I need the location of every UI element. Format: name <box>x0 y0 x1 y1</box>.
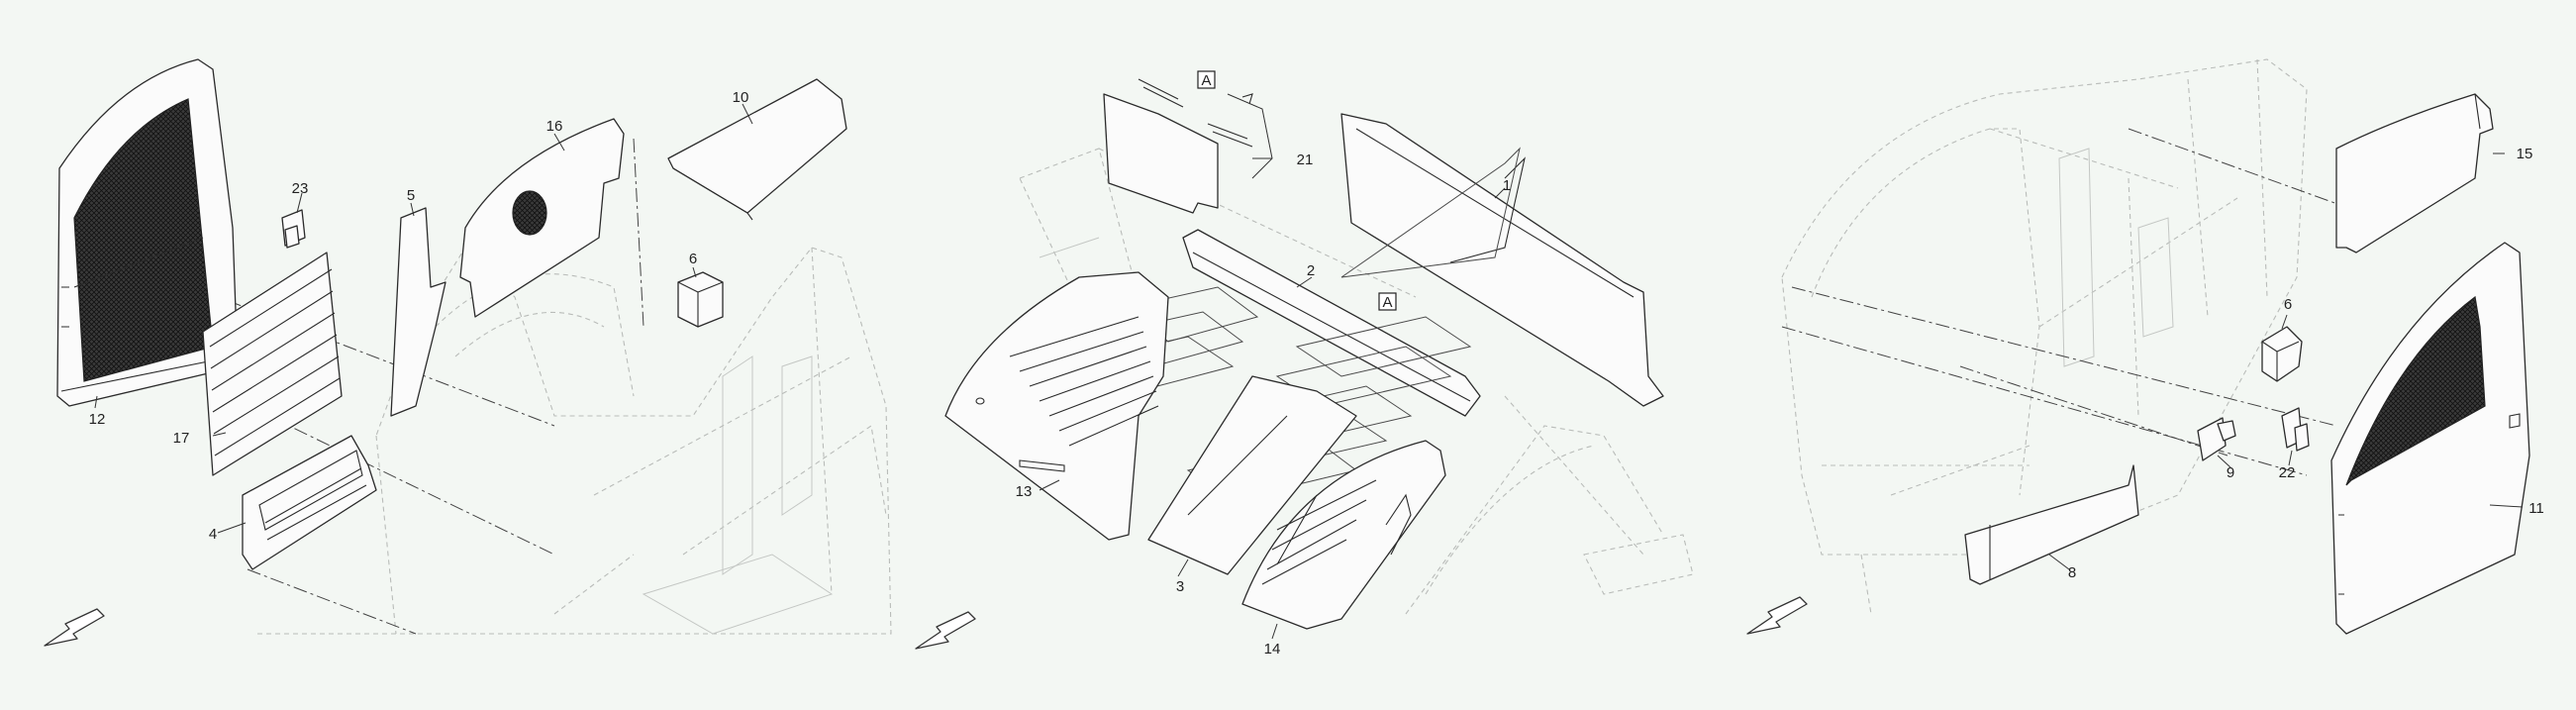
callout-8: 8 <box>2068 564 2076 581</box>
center-view: A A <box>915 70 1694 650</box>
left-ghost-frame <box>257 247 892 635</box>
part-4-grille-frame <box>242 435 377 570</box>
callout-5: 5 <box>407 187 415 204</box>
callout-3: 3 <box>1176 578 1184 595</box>
callout-6-left: 6 <box>689 251 697 267</box>
left-view <box>44 58 892 647</box>
part-5-bracket <box>390 207 446 417</box>
callout-9: 9 <box>2227 464 2234 481</box>
right-direction-arrow <box>1746 596 1808 635</box>
callout-6-right: 6 <box>2284 296 2292 313</box>
callout-12: 12 <box>89 411 106 428</box>
callout-13: 13 <box>1016 483 1033 500</box>
right-alignment-line-b <box>1781 326 2308 476</box>
callout-10: 10 <box>733 89 749 106</box>
right-alignment-line-d <box>1959 365 2229 456</box>
callout-15: 15 <box>2517 146 2533 162</box>
detail-marker-a-top-label: A <box>1201 72 1211 89</box>
part-13-louvered-panel <box>944 271 1169 541</box>
detail-marker-a-top <box>1197 70 1216 89</box>
left-alignment-line-c <box>247 568 417 635</box>
detail-marker-a-mid <box>1378 292 1397 311</box>
left-direction-arrow <box>44 608 105 647</box>
part-6-right-bracket <box>2261 326 2303 382</box>
callout-4: 4 <box>209 526 217 543</box>
part-8-lower-bar <box>1964 464 2139 585</box>
part-10-top-sheet <box>667 78 847 221</box>
detail-marker-a-mid-label: A <box>1382 294 1392 311</box>
callout-1: 1 <box>1503 177 1511 194</box>
center-direction-arrow <box>915 611 976 650</box>
part-14-louvered-panel <box>1241 440 1446 630</box>
callout-21: 21 <box>1297 152 1314 168</box>
callout-23: 23 <box>292 180 309 197</box>
callout-2: 2 <box>1307 262 1315 279</box>
part-12-side-door <box>56 58 239 407</box>
part-6-box <box>677 271 724 328</box>
part-3-front-sheet <box>1147 375 1357 575</box>
part-17-louver-grille <box>202 252 343 476</box>
callout-16: 16 <box>546 118 563 135</box>
part-22-bracket <box>2281 407 2310 452</box>
left-alignment-line-d <box>633 138 644 328</box>
part-21-bracket-set <box>1103 78 1273 214</box>
part-9-bracket <box>2197 417 2236 461</box>
part-15-upper-panel <box>2335 93 2494 254</box>
right-alignment-line-a <box>1791 286 2337 427</box>
part-2-crossbeam <box>1182 229 1481 417</box>
callout-17: 17 <box>173 430 190 447</box>
callout-22: 22 <box>2279 464 2296 481</box>
callout-11: 11 <box>2528 500 2544 517</box>
right-ghost-frame <box>1781 58 2308 615</box>
callout-labels: 12 23 17 5 4 16 10 6 21 1 2 13 3 14 15 6… <box>89 89 2544 658</box>
right-view <box>1746 58 2530 635</box>
part-16-panel <box>459 118 625 318</box>
callout-14: 14 <box>1264 641 1281 658</box>
right-alignment-line-c <box>2128 128 2377 219</box>
callout-leaders <box>94 103 2524 640</box>
part-23-bracket <box>281 209 306 249</box>
part-11-side-door <box>2330 242 2530 635</box>
